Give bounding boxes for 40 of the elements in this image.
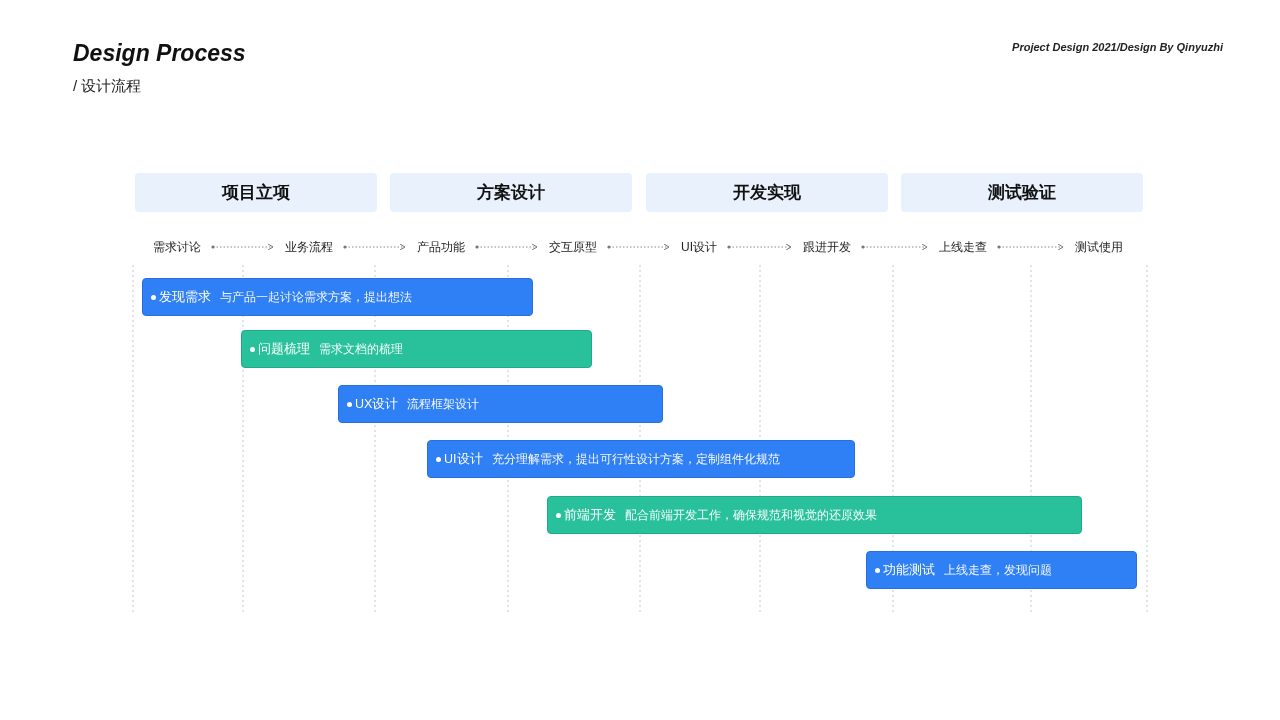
phase-header: 方案设计: [390, 173, 632, 212]
step-label: 产品功能: [405, 238, 477, 256]
phase-header: 项目立项: [135, 173, 377, 212]
task-title: 功能测试: [883, 561, 935, 579]
step-label: 需求讨论: [141, 238, 213, 256]
task-description: 配合前端开发工作，确保规范和视觉的还原效果: [625, 506, 877, 524]
task-title: UI设计: [444, 450, 483, 468]
task-description: 上线走查，发现问题: [944, 561, 1052, 579]
step-label: 上线走查: [927, 238, 999, 256]
task-description: 充分理解需求，提出可行性设计方案，定制组件化规范: [491, 450, 780, 468]
arrow: [997, 243, 1064, 251]
task-bar: [866, 551, 1137, 589]
step-label: 测试使用: [1063, 238, 1135, 256]
credit-text: Project Design 2021/Design By Qinyuzhi: [1012, 41, 1223, 53]
task-title: UX设计: [355, 395, 399, 413]
subtitle: / 设计流程: [73, 77, 142, 96]
title: Design Process: [73, 40, 246, 67]
arrow: [211, 243, 274, 251]
arrow: [475, 243, 538, 251]
arrow: [607, 243, 670, 251]
task-description: 与产品一起讨论需求方案，提出想法: [220, 288, 412, 306]
task-description: 流程框架设计: [407, 395, 480, 413]
task-title: 发现需求: [159, 288, 211, 306]
step-label: 交互原型: [537, 238, 609, 256]
task-bar: [547, 496, 1082, 534]
arrow: [343, 243, 406, 251]
task-title: 问题梳理: [258, 340, 310, 358]
step-label: 跟进开发: [791, 238, 863, 256]
task-bar: [427, 440, 855, 478]
phase-header: 测试验证: [901, 173, 1143, 212]
task-description: 需求文档的梳理: [319, 340, 403, 358]
phase-header: 开发实现: [646, 173, 888, 212]
task-bar: [241, 330, 592, 368]
task-bar: [142, 278, 533, 316]
arrow: [861, 243, 928, 251]
step-label: 业务流程: [273, 238, 345, 256]
task-title: 前端开发: [564, 506, 616, 524]
step-label: UI设计: [669, 238, 729, 256]
arrow: [727, 243, 792, 251]
task-bar: [338, 385, 663, 423]
